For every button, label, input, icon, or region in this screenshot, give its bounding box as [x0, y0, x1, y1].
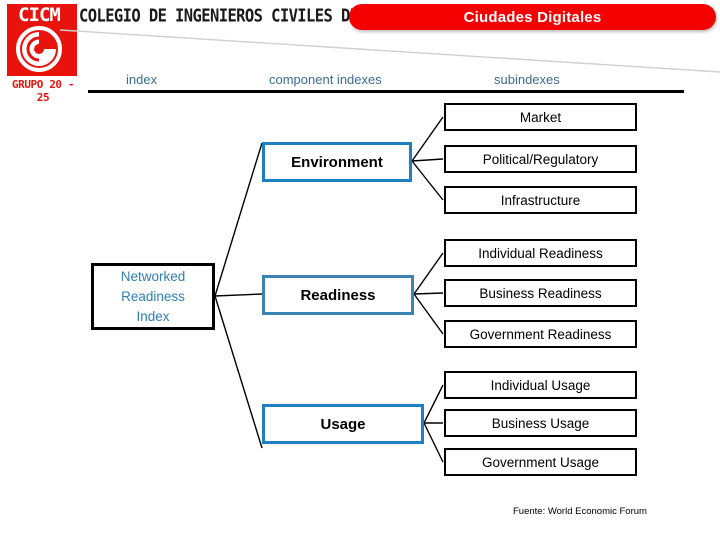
node-government-readiness[interactable]: Government Readiness [444, 320, 637, 348]
node-label-stack: Networked Readiness Index [121, 267, 186, 327]
node-usage[interactable]: Usage [262, 404, 424, 444]
node-individual-usage[interactable]: Individual Usage [444, 371, 637, 399]
node-environment[interactable]: Environment [262, 142, 412, 182]
cicm-logo: CICM GRUPO 20 - 25 [4, 2, 82, 104]
column-header-component-indexes: component indexes [269, 72, 382, 87]
node-readiness[interactable]: Readiness [262, 275, 414, 315]
column-header-subindexes: subindexes [494, 72, 560, 87]
slide-title-banner: Ciudades Digitales [349, 4, 716, 30]
logo-letters: CICM [18, 4, 61, 26]
node-label-line-1: Networked [120, 268, 186, 284]
source-note: Fuente: World Economic Forum [513, 506, 647, 517]
node-political-regulatory[interactable]: Political/Regulatory [444, 145, 637, 173]
column-header-index: index [126, 72, 158, 87]
header-swoosh-decoration [60, 29, 720, 73]
node-infrastructure[interactable]: Infrastructure [444, 186, 637, 214]
node-individual-readiness[interactable]: Individual Readiness [444, 239, 637, 267]
cicm-swirl-icon [16, 26, 62, 72]
node-business-readiness[interactable]: Business Readiness [444, 279, 637, 307]
header-divider-rule [88, 90, 684, 93]
node-label-line-3: Index [136, 308, 170, 324]
node-label-line-2: Readiness [121, 288, 185, 304]
organization-name: COLEGIO DE INGENIEROS CIVILES DE MEXICO [79, 6, 420, 27]
node-government-usage[interactable]: Government Usage [444, 448, 637, 476]
logo-group-label: GRUPO 20 - 25 [11, 78, 75, 104]
node-business-usage[interactable]: Business Usage [444, 409, 637, 437]
node-networked-readiness-index[interactable]: Networked Readiness Index [91, 263, 215, 330]
node-market[interactable]: Market [444, 103, 637, 131]
